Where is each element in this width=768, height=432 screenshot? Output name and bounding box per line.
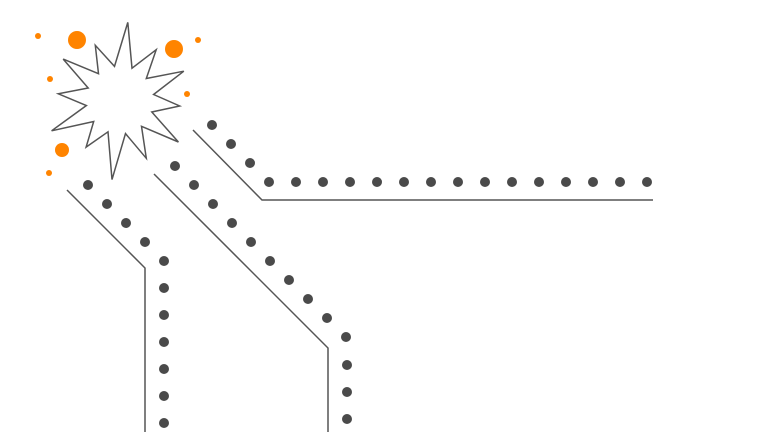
trail-dot <box>159 364 169 374</box>
trail-dot <box>399 177 409 187</box>
trail-dot <box>480 177 490 187</box>
dotted-trails <box>83 120 652 428</box>
trail-dot <box>534 177 544 187</box>
path-lines <box>66 129 653 432</box>
trail-dot <box>159 418 169 428</box>
spark <box>184 91 190 97</box>
trail-dot <box>227 218 237 228</box>
trail-dot <box>121 218 131 228</box>
trail-dot <box>189 180 199 190</box>
trail-dot <box>245 158 255 168</box>
trail-dot <box>453 177 463 187</box>
spark <box>46 170 52 176</box>
trail-dot <box>159 337 169 347</box>
trail-dot <box>507 177 517 187</box>
trail-dot <box>207 120 217 130</box>
trail-dot <box>615 177 625 187</box>
spark <box>195 37 201 43</box>
trail-dot <box>372 177 382 187</box>
trail-dot <box>170 161 180 171</box>
path-line-middle <box>153 173 329 432</box>
spark <box>35 33 41 39</box>
trail-dot <box>303 294 313 304</box>
trail-dot <box>341 332 351 342</box>
trail-dot <box>159 391 169 401</box>
spark <box>68 31 86 49</box>
spark <box>165 40 183 58</box>
trail-dot <box>284 275 294 285</box>
trail-dot <box>342 414 352 424</box>
trail-dot <box>291 177 301 187</box>
trail-dot <box>140 237 150 247</box>
trail-dot <box>159 283 169 293</box>
trail-dot <box>159 256 169 266</box>
trail-dot <box>342 360 352 370</box>
trail-dot <box>561 177 571 187</box>
trail-dot <box>264 177 274 187</box>
spark <box>47 76 53 82</box>
path-line-left <box>66 189 146 432</box>
trail-dot <box>83 180 93 190</box>
trail-dot <box>265 256 275 266</box>
path-line-right <box>192 129 653 201</box>
trail-dot <box>159 310 169 320</box>
trail-dot <box>322 313 332 323</box>
explosion-burst-icon <box>51 22 185 180</box>
trail-dot <box>642 177 652 187</box>
trail-dot <box>426 177 436 187</box>
trail-dot <box>318 177 328 187</box>
trail-dot <box>102 199 112 209</box>
trail-dot <box>345 177 355 187</box>
spark <box>55 143 69 157</box>
trail-dot <box>226 139 236 149</box>
trail-dot <box>246 237 256 247</box>
trail-dot <box>342 387 352 397</box>
trail-dot <box>208 199 218 209</box>
sparks <box>35 31 201 176</box>
trail-dot <box>588 177 598 187</box>
